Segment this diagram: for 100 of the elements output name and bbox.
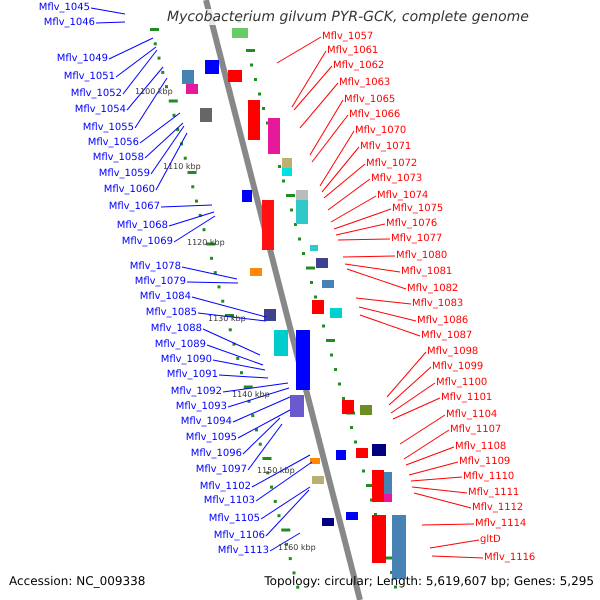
gene-label: gltD bbox=[480, 533, 501, 546]
gene-label: Mflv_1049 bbox=[56, 52, 108, 65]
gene-label: Mflv_1068 bbox=[116, 219, 168, 232]
leader-line bbox=[422, 524, 474, 526]
leader-line bbox=[358, 306, 416, 322]
gene-label: Mflv_1046 bbox=[44, 16, 95, 29]
leader-line bbox=[410, 476, 462, 482]
leader-line bbox=[212, 360, 266, 370]
leader-line bbox=[202, 328, 260, 356]
gene-label: Mflv_1109 bbox=[459, 455, 510, 468]
leader-line bbox=[320, 130, 354, 186]
leader-line bbox=[400, 414, 446, 444]
gene-label: Mflv_1106 bbox=[214, 529, 265, 542]
gene-label: Mflv_1069 bbox=[122, 235, 173, 248]
gene-label: Mflv_1077 bbox=[391, 232, 442, 245]
leader-line bbox=[228, 388, 290, 408]
leader-line bbox=[206, 344, 264, 366]
leader-line bbox=[186, 282, 238, 284]
gene-label: Mflv_1112 bbox=[472, 501, 524, 514]
gene-label: Mflv_1073 bbox=[371, 172, 422, 185]
gene-label: Mflv_1096 bbox=[190, 447, 242, 460]
gene-label: Mflv_1099 bbox=[432, 360, 484, 373]
gene-label: Mflv_1078 bbox=[130, 260, 181, 273]
leader-line bbox=[126, 66, 164, 110]
gene-label: Mflv_1103 bbox=[204, 494, 255, 507]
leader-line bbox=[330, 196, 376, 222]
gene-label: Mflv_1081 bbox=[401, 265, 452, 278]
gene-label: Mflv_1063 bbox=[339, 76, 390, 89]
leader-line bbox=[386, 352, 426, 398]
leader-line bbox=[242, 418, 280, 454]
leader-line bbox=[432, 556, 484, 558]
scale-label: 1120 kbp bbox=[187, 238, 225, 248]
gene-label: Mflv_1076 bbox=[386, 217, 438, 230]
leader-line bbox=[174, 216, 216, 242]
accession-text: Accession: NC_009338 bbox=[9, 574, 146, 588]
leader-line bbox=[108, 38, 154, 60]
leader-line bbox=[300, 82, 338, 128]
gene-label: Mflv_1092 bbox=[170, 385, 222, 398]
leader-line bbox=[390, 382, 436, 414]
gene-label: Mflv_1083 bbox=[412, 297, 464, 310]
gene-label: Mflv_1116 bbox=[484, 551, 536, 564]
leader-line bbox=[328, 178, 370, 210]
gene-label: Mflv_1087 bbox=[421, 329, 472, 342]
gene-label: Mflv_1100 bbox=[436, 376, 488, 389]
gene-label: Mflv_1059 bbox=[98, 167, 150, 180]
gene-label: Mflv_1062 bbox=[333, 59, 384, 72]
leader-line bbox=[134, 78, 168, 128]
gene-label: Mflv_1066 bbox=[349, 108, 400, 121]
gene-label: Mflv_1082 bbox=[407, 282, 458, 295]
gene-label: Mflv_1091 bbox=[166, 368, 218, 381]
leader-line bbox=[218, 374, 268, 378]
leader-line bbox=[292, 50, 326, 108]
gene-label: Mflv_1058 bbox=[92, 151, 144, 164]
gene-label: Mflv_1107 bbox=[450, 423, 502, 436]
leader-line bbox=[96, 22, 126, 24]
gene-label: Mflv_1056 bbox=[88, 136, 139, 149]
leader-line bbox=[160, 204, 212, 208]
gene-label: Mflv_1093 bbox=[176, 400, 227, 413]
leader-line bbox=[346, 268, 406, 290]
gene-label: Mflv_1111 bbox=[468, 486, 520, 499]
gene-label: Mflv_1094 bbox=[180, 415, 232, 428]
leader-line bbox=[392, 398, 440, 420]
leader-line bbox=[168, 212, 214, 226]
gene-label: Mflv_1071 bbox=[360, 140, 412, 153]
leader-line bbox=[338, 238, 390, 240]
gene-label: Mflv_1090 bbox=[160, 353, 212, 366]
gene-label: Mflv_1089 bbox=[154, 338, 206, 351]
gene-label: Mflv_1101 bbox=[441, 391, 492, 404]
leader-line bbox=[192, 296, 266, 318]
gene-label: Mflv_1098 bbox=[427, 345, 478, 358]
leader-line bbox=[140, 112, 180, 144]
gene-label: Mflv_1061 bbox=[327, 44, 378, 57]
gene-label: Mflv_1085 bbox=[146, 306, 197, 319]
leader-line bbox=[430, 540, 480, 548]
gene-label: Mflv_1070 bbox=[355, 124, 406, 137]
gene-label: Mflv_1095 bbox=[186, 431, 237, 444]
leader-line bbox=[248, 424, 282, 470]
gene-label: Mflv_1060 bbox=[104, 183, 155, 196]
leader-line bbox=[408, 462, 458, 476]
leader-line bbox=[310, 100, 344, 156]
leader-line bbox=[312, 114, 348, 162]
title-text: Mycobacterium gilvum PYR-GCK, complete genome bbox=[165, 9, 531, 25]
gene-label: Mflv_1104 bbox=[446, 408, 498, 421]
leader-line bbox=[324, 164, 366, 198]
leader-line bbox=[116, 46, 156, 78]
leader-line bbox=[150, 126, 184, 174]
leader-line bbox=[406, 446, 454, 466]
gene-label: Mflv_1074 bbox=[377, 189, 428, 202]
gene-label: Mflv_1065 bbox=[344, 93, 396, 106]
leader-line bbox=[256, 462, 312, 502]
gene-label: Mflv_1088 bbox=[150, 322, 202, 335]
leader-line bbox=[260, 486, 310, 520]
gene-label: Mflv_1114 bbox=[475, 517, 526, 530]
gene-label: Mflv_1105 bbox=[208, 512, 260, 525]
leader-line bbox=[122, 50, 158, 94]
leader-line bbox=[414, 492, 472, 508]
gene-label: Mflv_1113 bbox=[218, 544, 269, 557]
leader-line bbox=[276, 36, 322, 64]
scale-label: 1150 kbp bbox=[257, 466, 295, 476]
leader-line bbox=[294, 66, 332, 110]
